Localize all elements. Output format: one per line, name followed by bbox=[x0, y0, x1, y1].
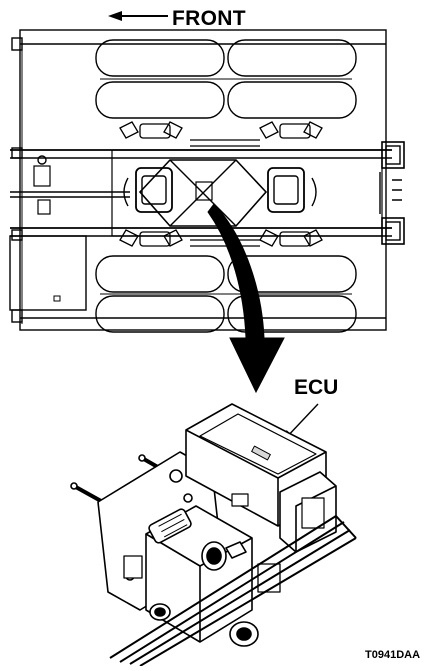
figure-code-label: T0941DAA bbox=[365, 649, 421, 661]
front-label: FRONT bbox=[172, 7, 246, 30]
trailer-top-view bbox=[9, 29, 405, 333]
curved-callout-arrow-icon bbox=[207, 203, 285, 394]
ecu-label: ECU bbox=[294, 376, 339, 399]
ecu-valve-detail bbox=[70, 403, 357, 667]
front-arrow-icon bbox=[108, 11, 168, 21]
